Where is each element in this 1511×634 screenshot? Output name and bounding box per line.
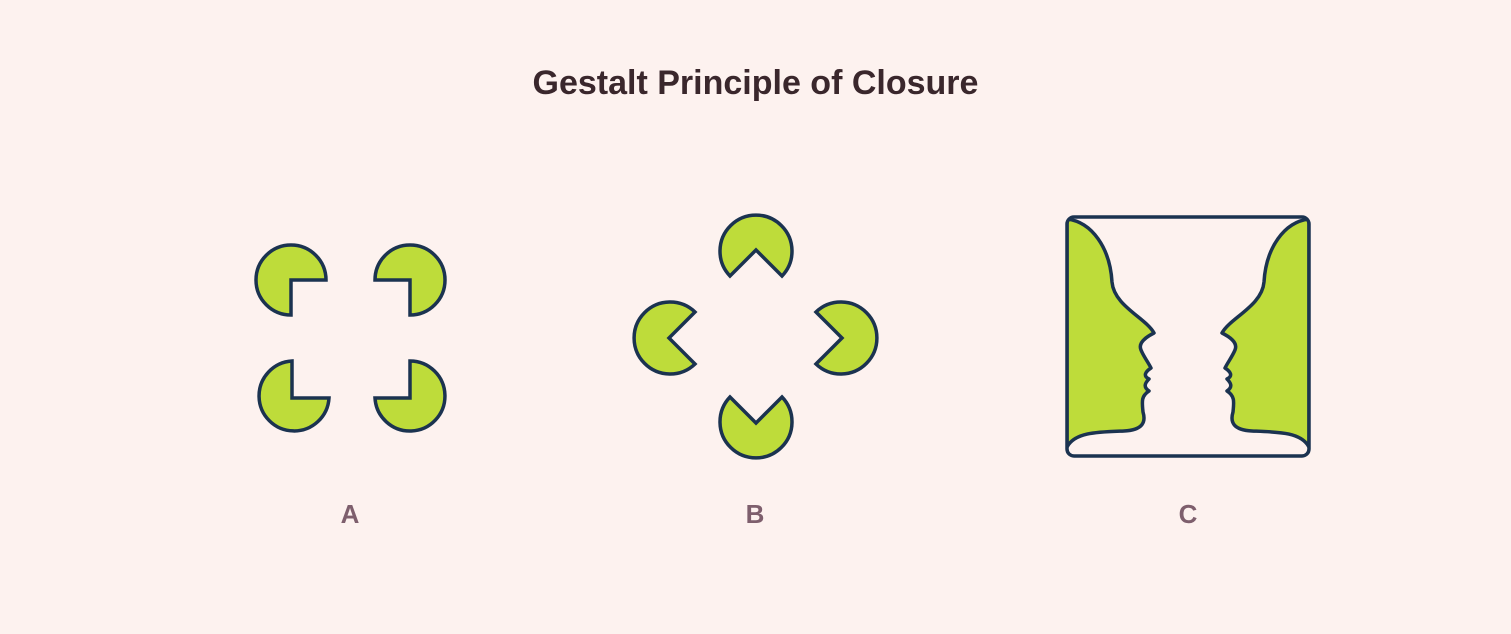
- figure-b-top-shape: [718, 213, 794, 279]
- figure-b-bottom-shape: [718, 394, 794, 460]
- figure-a-bottom-right-shape: [373, 359, 447, 433]
- figure-a-top-left-shape: [254, 243, 328, 317]
- figure-a-top-right-shape: [373, 243, 447, 317]
- figure-b-right-shape: [813, 300, 879, 376]
- figure-b-illusory-diamond: [632, 213, 879, 460]
- figure-a-illusory-square: [254, 243, 447, 433]
- figure-c-left-face: [1067, 217, 1156, 449]
- figure-c-frame: [1065, 215, 1311, 458]
- figure-a-label: A: [340, 499, 360, 529]
- figure-b-label: B: [745, 499, 765, 529]
- figure-b-left-shape: [632, 300, 698, 376]
- figure-c-label: C: [1178, 499, 1198, 529]
- figure-a-bottom-left-shape: [257, 359, 331, 433]
- figure-c-rubin-vase: [1065, 215, 1311, 458]
- figure-c-right-face: [1220, 217, 1309, 449]
- page-title: Gestalt Principle of Closure: [532, 64, 979, 102]
